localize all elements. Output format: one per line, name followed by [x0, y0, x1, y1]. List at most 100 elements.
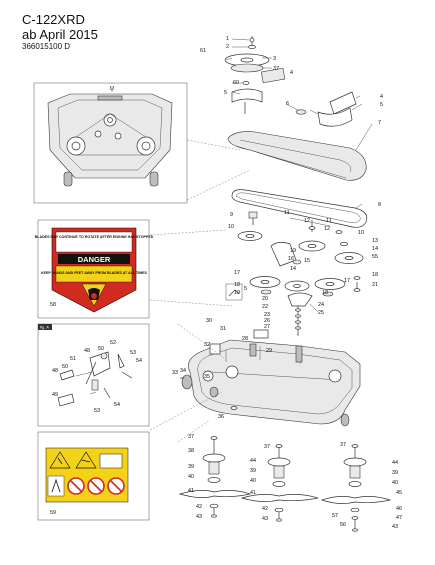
- part-48-block: [59, 369, 75, 381]
- deck-shell: [188, 339, 361, 425]
- callout-11b: 11: [326, 218, 332, 224]
- date-label: ab April 2015: [22, 27, 98, 42]
- inset-wheel-left: [63, 171, 73, 187]
- decal-warning-bottom: KEEP HANDS AND FEET AWAY FROM BLADES AT …: [41, 271, 147, 275]
- part-46-washer: [350, 507, 360, 513]
- top-pulley-stack: [224, 36, 357, 127]
- callout-28: 28: [242, 336, 248, 342]
- part-14-center-pulley: [298, 240, 326, 252]
- part-17-pulley-right: [314, 278, 346, 290]
- part-53-spacer: [91, 379, 99, 391]
- part-2-washer: [248, 45, 256, 49]
- part-42-washer: [209, 503, 219, 509]
- warning-triangle-icon: [49, 451, 71, 469]
- callout-56: 56: [340, 522, 346, 528]
- callout-50: 50: [98, 346, 104, 352]
- callout-6: 6: [286, 101, 289, 107]
- part-10-idler-left: [237, 231, 263, 241]
- callout-59: 59: [50, 510, 56, 516]
- callout-42b: 42: [262, 506, 268, 512]
- callout-42: 42: [196, 504, 202, 510]
- callout-2: 2: [226, 44, 229, 50]
- part-43-bolt: [211, 514, 217, 518]
- part-6-bushing: [295, 109, 307, 115]
- callout-41: 41: [188, 488, 194, 494]
- manual-icon: [99, 453, 123, 469]
- pulley-row: [237, 211, 364, 264]
- part-4-shield: [329, 91, 357, 115]
- callout-16: 16: [288, 256, 294, 262]
- part-41-blade: [178, 490, 252, 498]
- callout-14b: 14: [290, 266, 296, 272]
- callout-12b: 12: [324, 226, 330, 232]
- part-41b-blade: [240, 494, 319, 502]
- part-49-block: [57, 393, 75, 407]
- callout-50b: 50: [62, 364, 68, 370]
- callout-21: 21: [372, 282, 378, 288]
- part-17-pulley-left: [249, 276, 281, 288]
- callout-17b: 17: [344, 278, 350, 284]
- callout-37b: 37: [188, 434, 194, 440]
- callout-25: 25: [318, 310, 324, 316]
- part-16-spacer: [292, 259, 302, 265]
- callout-30: 30: [206, 318, 212, 324]
- callout-46: 46: [396, 506, 402, 512]
- part-39c-spindle: [349, 465, 361, 479]
- callout-53: 53: [130, 350, 136, 356]
- callout-40: 40: [188, 474, 194, 480]
- callout-34: 34: [180, 368, 186, 374]
- callout-7: 7: [378, 120, 381, 126]
- part-52-nut: [100, 352, 108, 360]
- callout-15: 15: [304, 258, 310, 264]
- part-38-hub: [202, 453, 226, 463]
- part-40c-washer: [348, 481, 362, 487]
- part-4-cover: [260, 67, 286, 84]
- part-9-spacer: [248, 211, 258, 219]
- callout-57: 57: [332, 513, 338, 519]
- part-1-bolt: [249, 37, 255, 43]
- part-28-bracket: [253, 329, 269, 339]
- callout-38: 38: [188, 448, 194, 454]
- callout-labels: 1 2 3 37 4 60 61 5 6 4 5 7 8 9 10 11 12 …: [40, 36, 402, 530]
- danger-decal-text: BLADES MAY CONTINUE TO ROTATE AFTER ENGI…: [35, 235, 154, 275]
- callout-29: 29: [266, 348, 272, 354]
- part-40b-washer: [272, 481, 286, 487]
- callout-24: 24: [318, 302, 324, 308]
- part-21-nut: [353, 288, 361, 292]
- callout-11: 11: [284, 210, 290, 216]
- spindle-center: [240, 444, 319, 522]
- callout-61: 61: [200, 48, 206, 54]
- callout-43c: 43: [392, 524, 398, 530]
- callout-14: 14: [372, 246, 378, 252]
- inset-pulley-center: [103, 113, 117, 127]
- callout-53b: 53: [94, 408, 100, 414]
- callout-39c: 39: [392, 470, 398, 476]
- part-31-bracket: [209, 343, 221, 355]
- callout-58: 58: [50, 302, 56, 308]
- callout-17: 17: [234, 270, 240, 276]
- callout-18: 18: [234, 282, 240, 288]
- callout-4b: 4: [380, 94, 383, 100]
- part-55-idler-right: [334, 252, 364, 264]
- fig-a-label: fig. A: [40, 325, 49, 330]
- callout-9: 9: [230, 212, 233, 218]
- callout-20: 20: [262, 296, 268, 302]
- callout-33: 33: [172, 370, 178, 376]
- decal-warning-top: BLADES MAY CONTINUE TO ROTATE AFTER ENGI…: [35, 235, 154, 239]
- callout-5: 5: [224, 90, 227, 96]
- callout-44: 44: [250, 458, 256, 464]
- part-45-blade: [320, 496, 392, 504]
- part-7-deck-cover: [227, 131, 367, 181]
- callout-18b: 18: [322, 290, 328, 296]
- callout-3: 3: [273, 56, 276, 62]
- decal-danger-banner: DANGER: [78, 255, 111, 264]
- callout-5b: 5: [380, 102, 383, 108]
- callout-54b: 54: [114, 402, 120, 408]
- part-13-nut: [340, 242, 348, 246]
- inset-callout: U: [110, 86, 114, 92]
- callout-1: 1: [226, 36, 229, 42]
- callout-40c: 40: [392, 480, 398, 486]
- warning-triangle-icon-2: [75, 451, 97, 469]
- part-36-fastener: [230, 406, 238, 410]
